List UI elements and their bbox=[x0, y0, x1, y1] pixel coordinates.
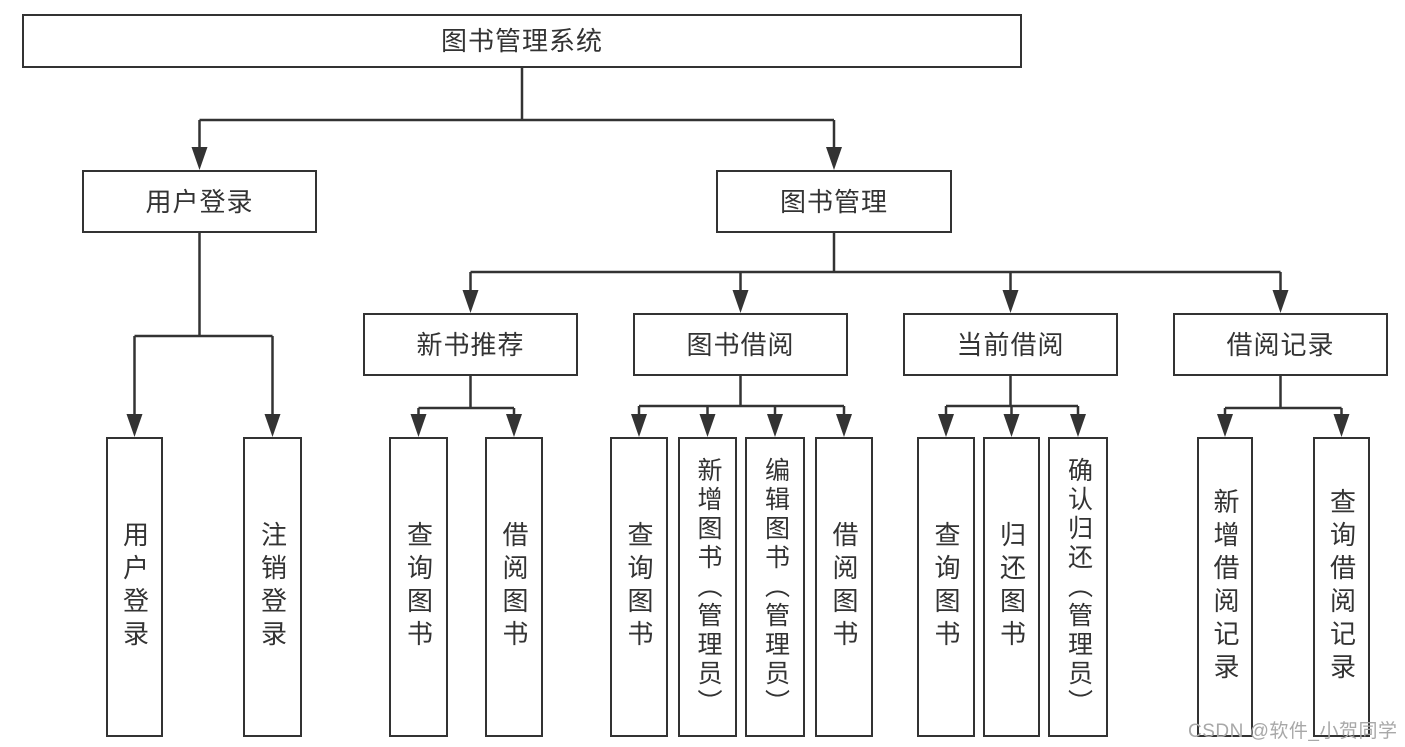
node-book-management: 图书管理 bbox=[716, 170, 952, 233]
node-label: 查询借阅记录 bbox=[1326, 488, 1357, 686]
arrowhead-icon bbox=[699, 414, 716, 437]
arrowhead-icon bbox=[1272, 290, 1289, 313]
arrowhead-icon bbox=[191, 147, 208, 170]
node-label: 新增借阅记录 bbox=[1210, 488, 1240, 686]
node-label: 用户登录 bbox=[145, 186, 254, 217]
node-label: 图书借阅 bbox=[686, 329, 795, 360]
leaf-edit-books-admin: 编辑图书（管理员） bbox=[745, 437, 805, 737]
arrowhead-icon bbox=[836, 414, 852, 437]
node-book-borrowing: 图书借阅 bbox=[633, 313, 848, 376]
node-label: 图书管理 bbox=[779, 186, 888, 217]
node-label: 借阅图书 bbox=[829, 521, 859, 653]
arrowhead-icon bbox=[1002, 290, 1019, 313]
arrowhead-icon bbox=[767, 414, 783, 437]
arrowhead-icon bbox=[264, 414, 281, 437]
node-label: 借阅图书 bbox=[499, 521, 529, 653]
leaf-logout: 注销登录 bbox=[243, 437, 302, 737]
leaf-query-borrow-record: 查询借阅记录 bbox=[1313, 437, 1370, 737]
connector-stems bbox=[133, 68, 1343, 414]
node-label: 查询图书 bbox=[403, 521, 434, 653]
leaf-confirm-return-admin: 确认归还（管理员） bbox=[1048, 437, 1108, 737]
leaf-query-books-recommend: 查询图书 bbox=[389, 437, 448, 737]
node-label: 查询图书 bbox=[624, 521, 654, 653]
leaf-borrow-books: 借阅图书 bbox=[815, 437, 873, 737]
leaf-return-books: 归还图书 bbox=[983, 437, 1040, 737]
node-label: 新增图书（管理员） bbox=[694, 456, 722, 718]
node-label: 当前借阅 bbox=[956, 329, 1065, 360]
node-label: 新书推荐 bbox=[416, 329, 525, 360]
arrowhead-icon bbox=[826, 147, 842, 170]
arrowhead-icon bbox=[462, 290, 479, 313]
arrowhead-icon bbox=[732, 290, 749, 313]
node-label: 归还图书 bbox=[996, 521, 1027, 653]
arrowhead-icon bbox=[1217, 414, 1233, 437]
leaf-query-books-borrowing: 查询图书 bbox=[610, 437, 668, 737]
arrowhead-icon bbox=[1003, 414, 1020, 437]
node-borrowing-records: 借阅记录 bbox=[1173, 313, 1388, 376]
leaf-user-login: 用户登录 bbox=[106, 437, 163, 737]
arrowhead-icon bbox=[1070, 414, 1086, 437]
csdn-watermark: CSDN @软件_小贺同学 bbox=[1188, 721, 1398, 742]
arrowhead-icon bbox=[631, 414, 647, 437]
node-label: 注销登录 bbox=[257, 521, 288, 653]
arrowhead-icon bbox=[506, 414, 522, 437]
node-label: 借阅记录 bbox=[1226, 329, 1335, 360]
node-label: 查询图书 bbox=[931, 521, 961, 653]
leaf-borrow-books-recommend: 借阅图书 bbox=[485, 437, 543, 737]
node-label: 编辑图书（管理员） bbox=[761, 456, 790, 718]
arrowhead-icon bbox=[1333, 414, 1350, 437]
leaf-add-borrow-record: 新增借阅记录 bbox=[1197, 437, 1253, 737]
arrowhead-icon bbox=[410, 414, 427, 437]
node-user-login: 用户登录 bbox=[82, 170, 317, 233]
node-root-library-management-system: 图书管理系统 bbox=[22, 14, 1022, 68]
arrowhead-icon bbox=[938, 414, 954, 437]
node-label: 确认归还（管理员） bbox=[1064, 456, 1093, 718]
node-current-borrowing: 当前借阅 bbox=[903, 313, 1118, 376]
arrowhead-icon bbox=[126, 414, 143, 437]
node-label: 用户登录 bbox=[119, 521, 150, 653]
node-new-book-recommendation: 新书推荐 bbox=[363, 313, 578, 376]
node-label: 图书管理系统 bbox=[440, 26, 603, 56]
leaf-add-books-admin: 新增图书（管理员） bbox=[678, 437, 737, 737]
leaf-query-books-current: 查询图书 bbox=[917, 437, 975, 737]
